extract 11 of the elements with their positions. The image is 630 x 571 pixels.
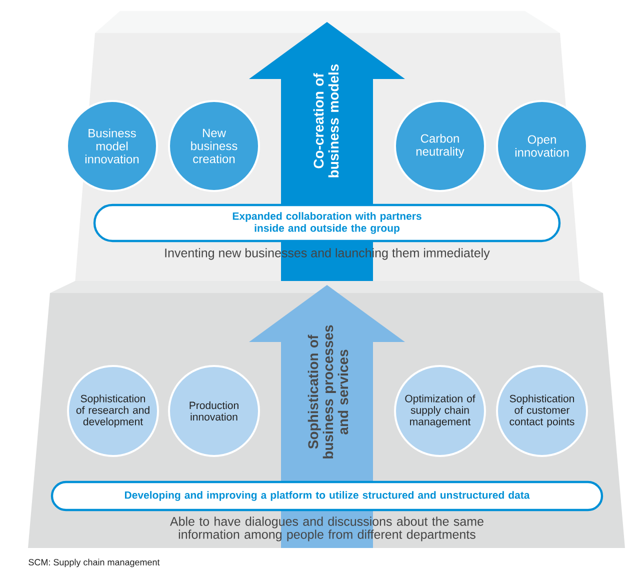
circle-badge: Sophistication of research and development <box>67 365 159 457</box>
circle-badge: Production innovation <box>168 365 260 457</box>
circle-badge: Carbon neutrality <box>394 100 486 192</box>
circle-badge: Open innovation <box>496 100 588 192</box>
circle-badge: Sophistication of customer contact points <box>496 365 588 457</box>
circle-badge: New business creation <box>168 100 260 192</box>
circle-badge: Business model innovation <box>66 100 158 192</box>
rounded-banner: Developing and improving a platform to utilize structured and unstructured data <box>50 480 604 512</box>
circle-badge: Optimization of supply chain management <box>394 365 486 457</box>
footnote: SCM: Supply chain management <box>28 558 160 568</box>
rounded-banner: Expanded collaboration with partners inside and outside the group <box>93 204 561 242</box>
